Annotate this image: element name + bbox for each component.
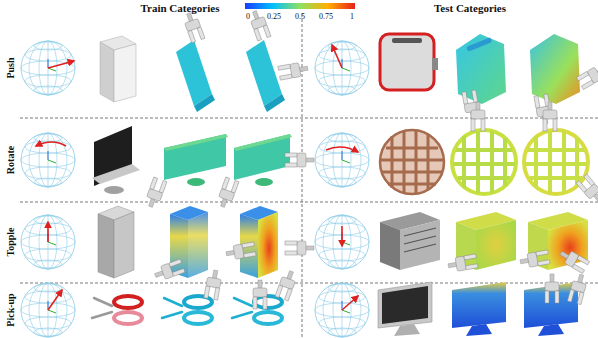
pickup-objects [92,269,588,336]
row-label: Pick-up [6,293,16,326]
colorbar-tick: 0.75 [319,13,333,21]
column-heading: Test Categories [434,3,506,14]
row-label: Topple [6,227,16,256]
colorbar-tick: 0.25 [267,13,281,21]
divider-lines [20,14,598,338]
row-label: Push [6,57,16,78]
colorbar [245,3,355,9]
colorbar-tick: 0 [246,13,250,21]
topple-objects [98,206,590,282]
direction-spheres [21,41,369,337]
row-label: Rotate [6,146,16,174]
colorbar-tick: 0.5 [295,13,305,21]
rotate-objects [92,102,598,209]
push-objects [100,9,598,125]
colorbar-tick: 1 [350,13,354,21]
column-heading: Train Categories [141,3,220,14]
